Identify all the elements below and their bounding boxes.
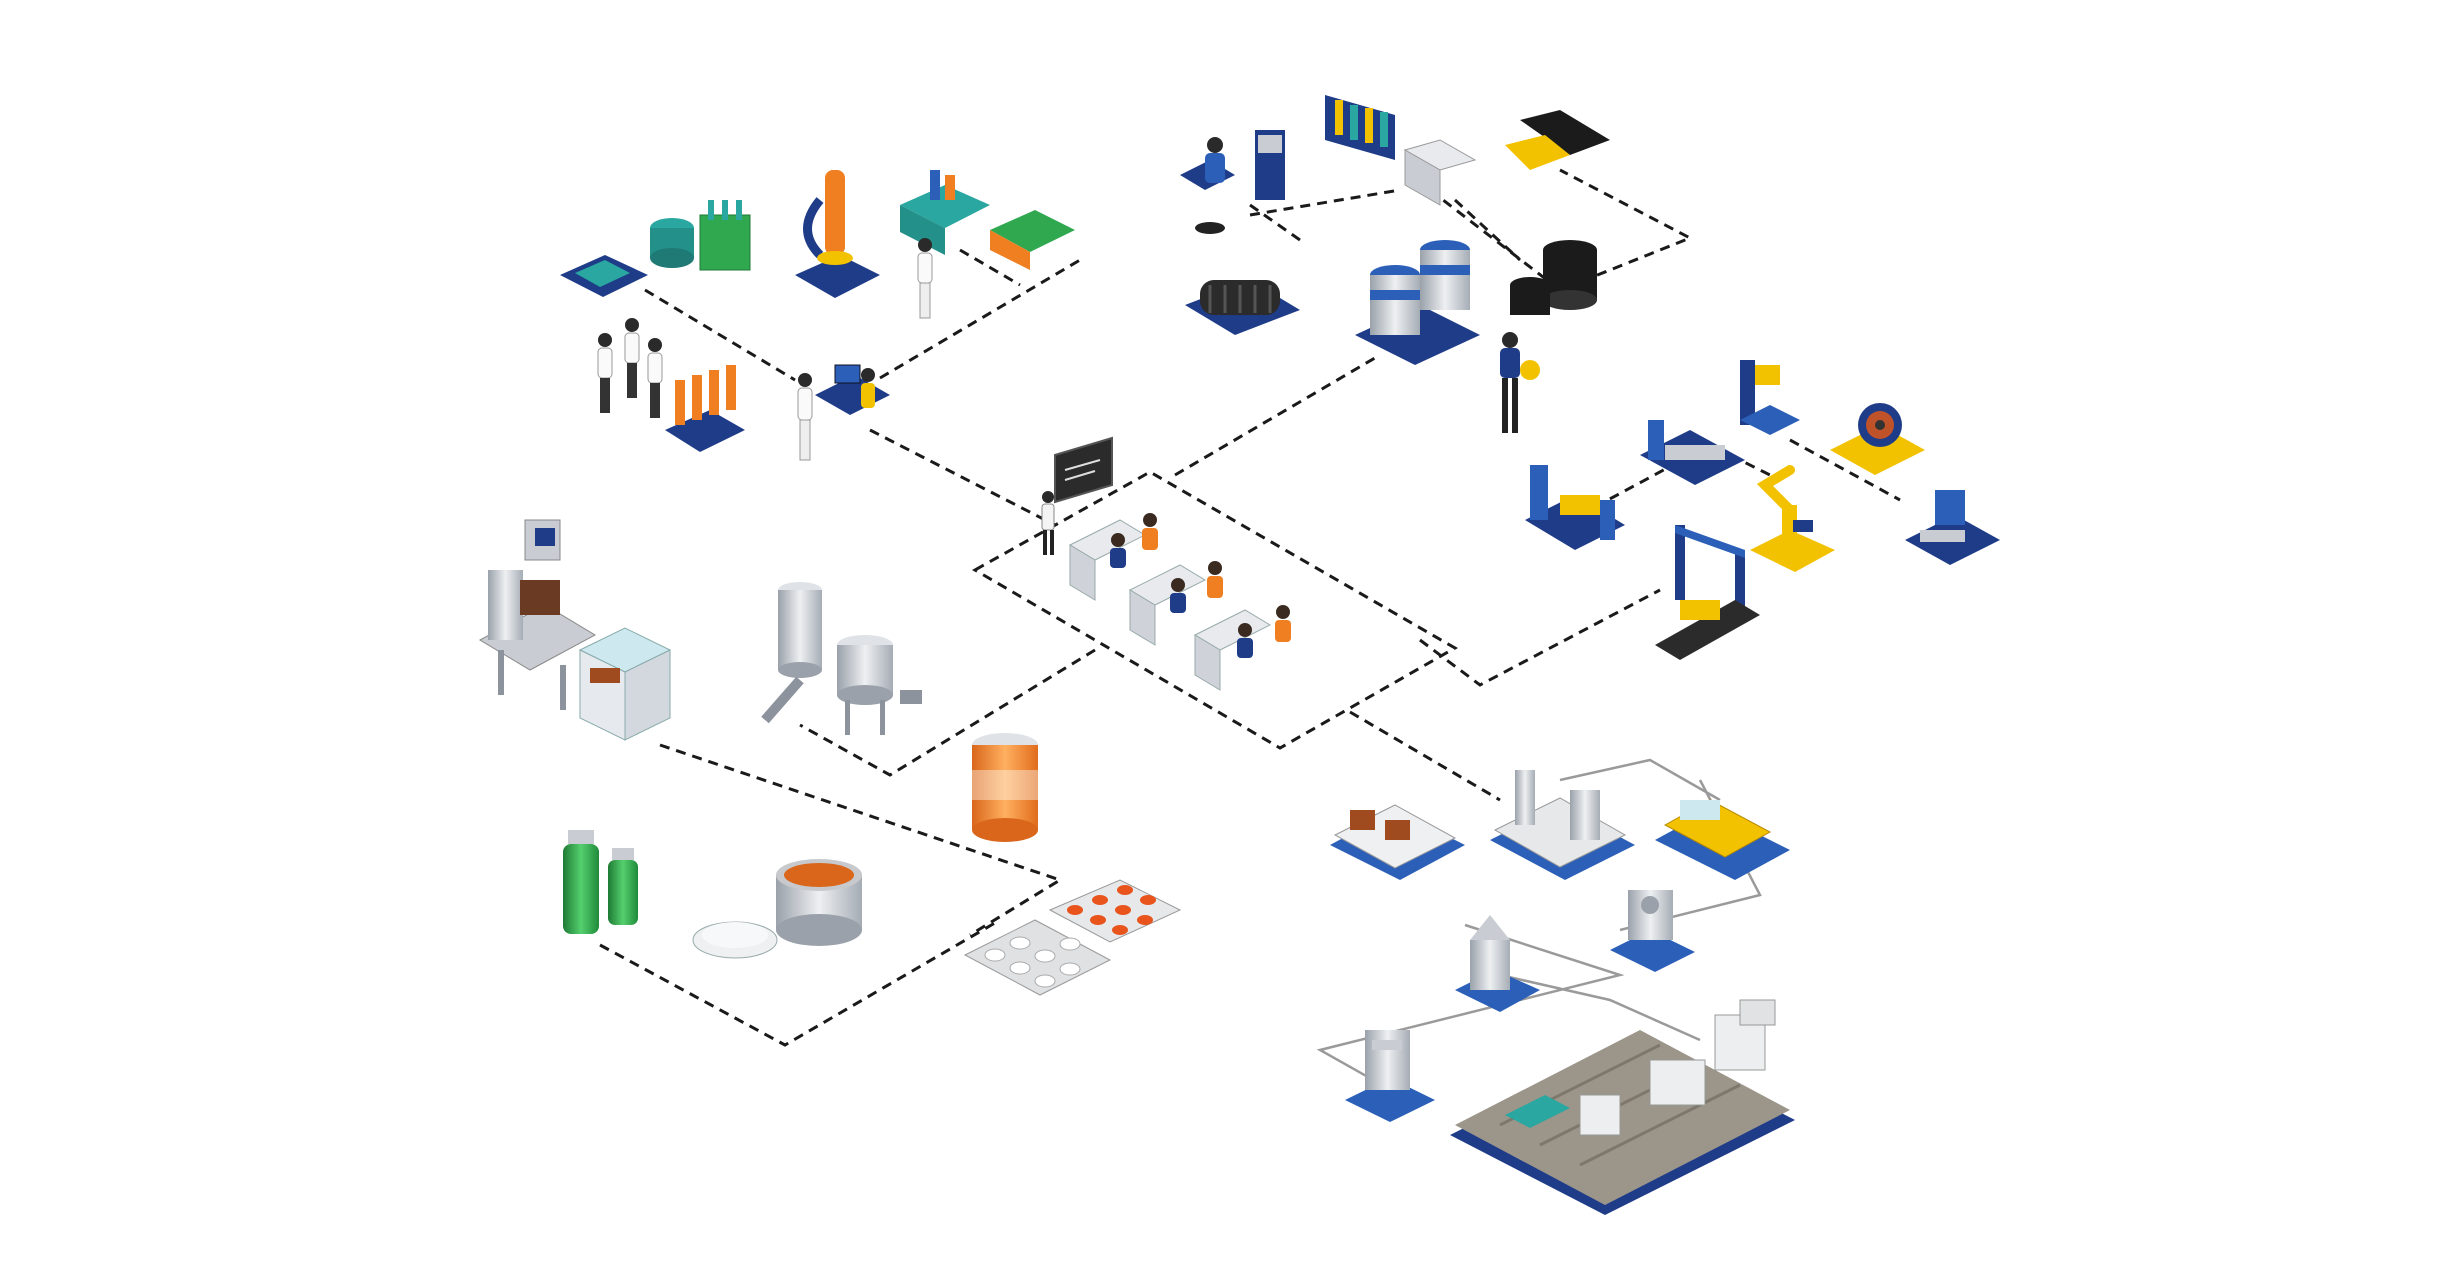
connector-hub-to-factory — [1349, 710, 1501, 802]
steel-tank-icon — [761, 582, 822, 724]
control-unit-icon — [1655, 799, 1790, 880]
connector-pharma-loop — [599, 918, 1001, 1047]
turbine-icon — [1355, 240, 1480, 365]
pharmaceutical-packaging — [563, 733, 1182, 996]
medicine-bottle-icon — [563, 830, 638, 934]
connector-hub-to-pharma — [799, 648, 1096, 777]
connector-lab-a — [644, 288, 796, 382]
mixing-vessel-icon — [837, 635, 922, 735]
presenter-icon — [1041, 491, 1055, 555]
connector-mech-c — [1429, 168, 1694, 292]
assembly-station-icon — [1525, 465, 1625, 550]
cable-reel-icon — [1830, 403, 1925, 475]
operator-icon — [1110, 513, 1291, 658]
sample-tanks-icon — [650, 200, 751, 271]
computer-desk-icon — [815, 364, 890, 415]
connector-pharma-chain — [659, 743, 1064, 937]
robot-arm-icon — [1750, 465, 1835, 572]
factory-link-c — [1316, 923, 1625, 1097]
factory-link-a — [1559, 758, 1721, 802]
workstation-icon — [1068, 519, 1272, 691]
cabinet-icon — [1403, 139, 1477, 206]
research-laboratory — [560, 170, 1075, 461]
connector-lab-to-hub — [869, 428, 1056, 527]
microscope-icon — [795, 170, 880, 298]
tire-stack-icon — [1510, 240, 1597, 315]
mechanical-engineering — [1180, 95, 1610, 433]
factory-link-d — [1499, 973, 1701, 1042]
vending-machine-icon — [478, 519, 597, 710]
compact-machine-icon — [1610, 890, 1695, 972]
ointment-jar-icon — [692, 859, 862, 959]
dome-machine-icon — [1455, 915, 1540, 1012]
processing-module-icon — [1330, 804, 1465, 880]
blister-pack-icon — [963, 879, 1182, 996]
side-terminal-icon — [1345, 1030, 1435, 1122]
connector-mech-d — [1453, 198, 1522, 262]
worker-icon — [1500, 332, 1540, 433]
display-counter-icon — [578, 627, 672, 741]
food-processing — [478, 519, 922, 741]
pill-jar-icon — [972, 733, 1038, 842]
analyzer-icon — [560, 255, 648, 297]
scientist-icon — [597, 238, 933, 461]
inspection-gate-icon — [1655, 525, 1760, 660]
conveyor-pad-icon — [1505, 110, 1610, 170]
automated-factory — [1330, 770, 1795, 1215]
connector-robotics-c — [1789, 438, 1901, 502]
central-operations-hub — [1041, 436, 1291, 691]
chalkboard-icon — [1054, 436, 1113, 504]
production-platform-icon — [1450, 999, 1795, 1215]
connector-lab-c — [959, 248, 1021, 287]
engineer-icon — [1180, 130, 1285, 234]
connector-hub-to-robotics — [1419, 588, 1661, 687]
server-rack-icon — [1325, 95, 1395, 160]
filling-station-icon — [1490, 770, 1635, 880]
connector-mech-to-hub — [1174, 353, 1381, 477]
connector-network — [599, 168, 1901, 1047]
test-tube-rack-icon — [665, 365, 745, 452]
engine-block-icon — [1185, 280, 1300, 335]
conveyor-station-icon — [1905, 490, 2000, 565]
central-hub-outline — [971, 470, 1459, 750]
connector-lab-b — [879, 258, 1081, 380]
robotic-assembly-line — [1525, 360, 2000, 660]
connector-mech-a — [1249, 188, 1401, 217]
press-machine-icon — [1640, 360, 1800, 485]
lab-bench-icon — [900, 170, 1075, 270]
